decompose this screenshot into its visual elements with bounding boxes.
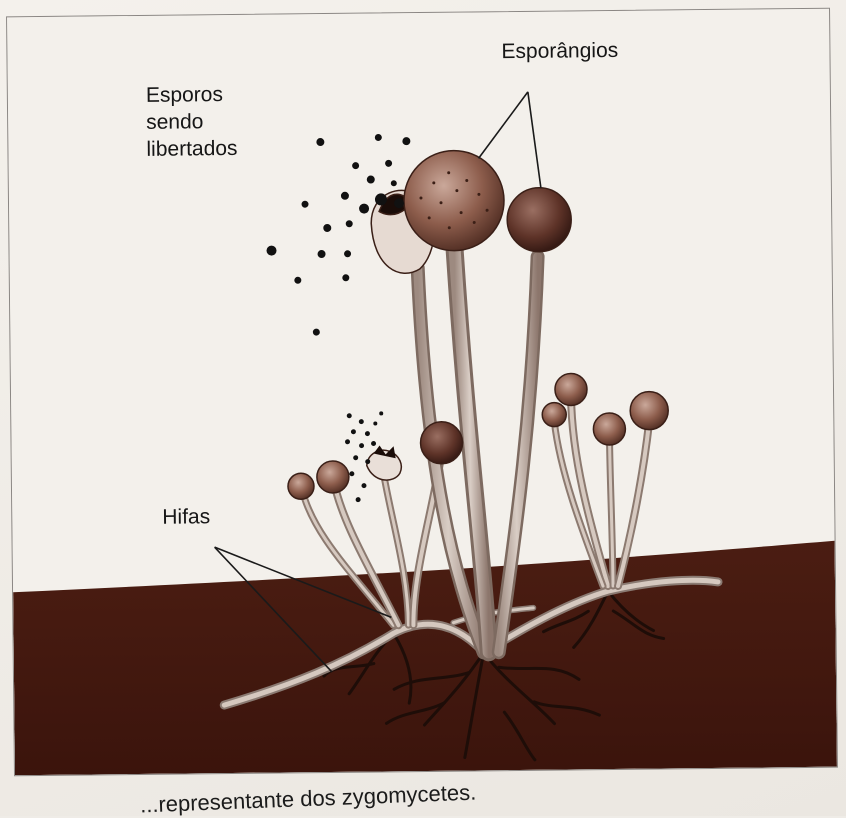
spores-released-line-2: sendo [146,107,296,136]
figure-caption: ...representante dos zygomycetes. [140,780,477,818]
rhizopus-diagram [7,9,837,776]
sporangia-label: Esporângios [501,37,618,65]
spores-released-label: Esporos sendo libertados [146,80,297,163]
figure-frame: Esporos sendo libertados Esporângios Hif… [6,8,838,777]
spores-released-line-3: libertados [146,134,296,163]
hyphae-label: Hifas [162,503,210,530]
spores-released-line-1: Esporos [146,80,296,109]
